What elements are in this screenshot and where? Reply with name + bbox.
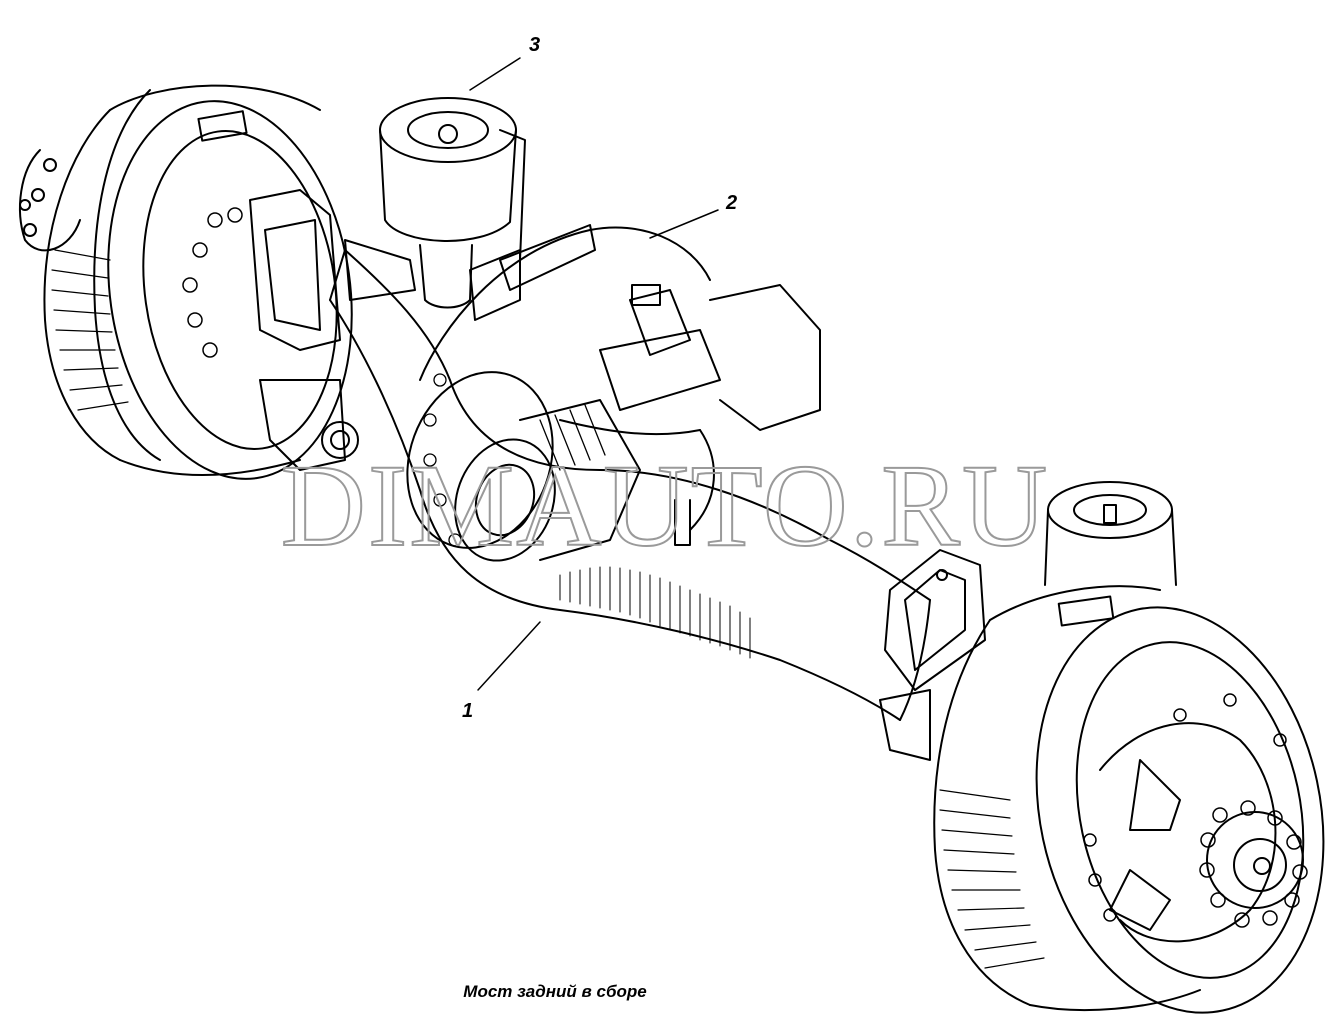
figure-caption: Мост задний в сборе xyxy=(0,982,1330,1002)
left-bracket xyxy=(182,189,416,471)
right-air-chamber xyxy=(1044,481,1177,586)
leader-line-1 xyxy=(477,621,541,691)
callout-label-3: 3 xyxy=(529,34,541,56)
leader-line-2 xyxy=(649,209,719,239)
right-brake-drum xyxy=(933,585,1325,1014)
left-brake-drum xyxy=(19,84,353,480)
figure-caption-text: Мост задний в сборе xyxy=(463,982,647,1001)
callout-label-1: 1 xyxy=(462,700,474,722)
final-drive xyxy=(406,224,821,562)
axle-housing xyxy=(329,249,931,721)
callout-label-2: 2 xyxy=(726,192,738,214)
leader-lines xyxy=(469,57,719,691)
leader-line-3 xyxy=(469,57,521,91)
left-air-chamber xyxy=(379,97,526,309)
right-bracket xyxy=(879,549,986,761)
